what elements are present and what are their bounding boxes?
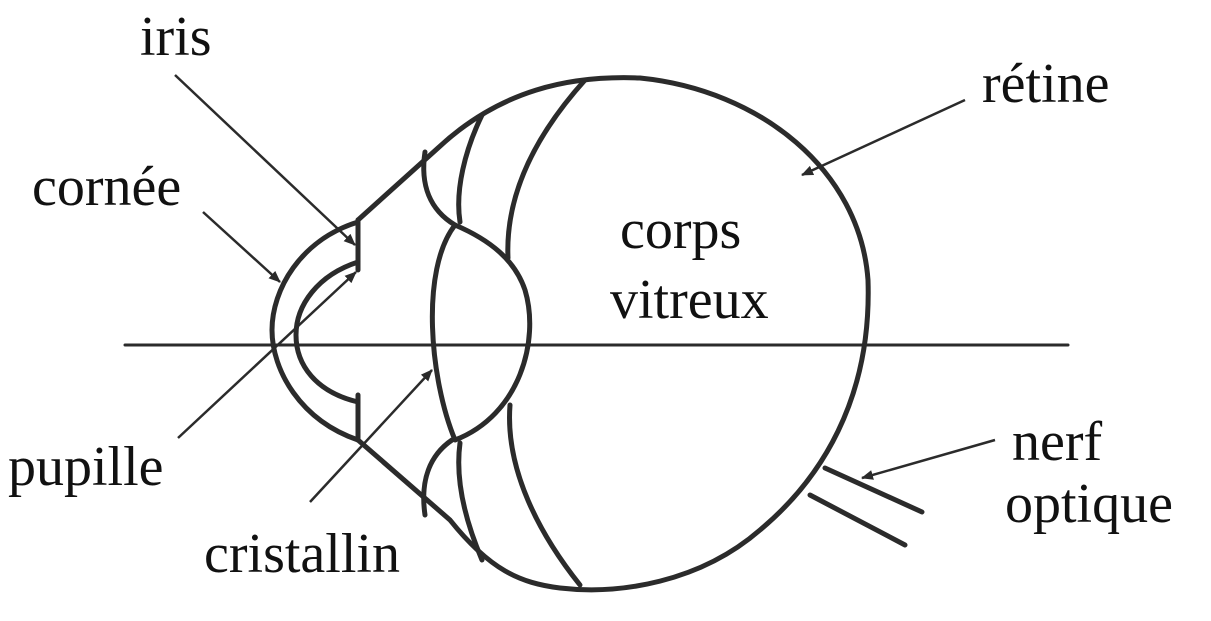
label-optic-nerve-line1: nerf bbox=[1012, 411, 1103, 473]
ciliary-upper-2 bbox=[456, 112, 485, 225]
eyeball-outline bbox=[355, 75, 871, 593]
label-vitreous-line2: vitreux bbox=[610, 269, 769, 331]
anterior-chamber bbox=[293, 259, 361, 405]
ciliary-upper-1 bbox=[421, 149, 458, 228]
optic-nerve-leader bbox=[861, 438, 996, 480]
label-vitreous-line1: corps bbox=[620, 199, 741, 261]
lens-leader bbox=[309, 369, 433, 503]
retina-leader bbox=[801, 98, 966, 177]
label-optic-nerve-line2: optique bbox=[1005, 473, 1173, 535]
label-retina: rétine bbox=[982, 53, 1109, 115]
label-iris: iris bbox=[140, 6, 212, 68]
iris-leader bbox=[174, 74, 356, 246]
ciliary-lower-2 bbox=[456, 440, 485, 563]
ciliary-lower-3 bbox=[507, 402, 583, 588]
label-lens: cristallin bbox=[204, 523, 400, 585]
ciliary-upper-3 bbox=[505, 77, 588, 261]
ciliary-lower-1 bbox=[421, 437, 455, 518]
cornea bbox=[269, 219, 361, 443]
pupil-leader bbox=[177, 271, 357, 439]
lens bbox=[429, 222, 533, 443]
optic-nerve bbox=[807, 465, 925, 548]
label-pupil: pupille bbox=[8, 436, 164, 498]
label-cornea: cornée bbox=[32, 156, 181, 218]
cornea-leader bbox=[202, 211, 281, 283]
